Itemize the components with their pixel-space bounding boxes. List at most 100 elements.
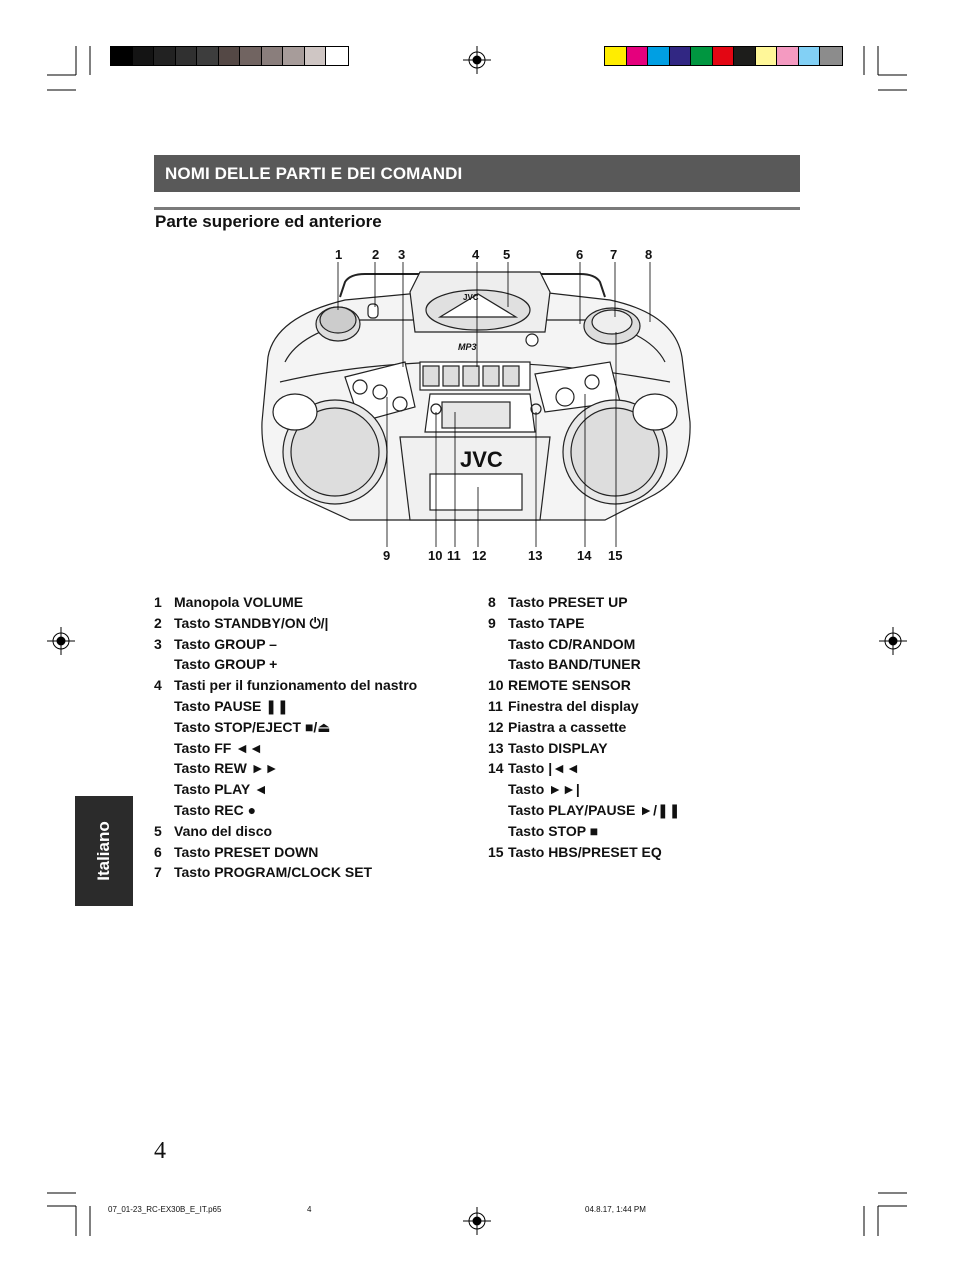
list-item-text: Tasto ►►| [508, 781, 580, 798]
list-item-number: 5 [154, 822, 162, 839]
color-swatch [304, 47, 327, 65]
list-item-text: Vano del disco [174, 822, 273, 839]
color-swatch [154, 47, 176, 65]
list-item-text: Tasto FF ◄◄ [174, 739, 263, 756]
list-item-text: Finestra del display [508, 697, 639, 714]
list-item-text: Tasto GROUP + [174, 656, 278, 673]
list-item-number [154, 654, 174, 675]
callout-7: 7 [610, 247, 618, 262]
list-item-text: Piastra a cassette [508, 718, 627, 735]
callout-14: 14 [577, 548, 592, 563]
color-swatch [261, 47, 284, 65]
list-item-number: 11 [488, 697, 503, 714]
subheading: Parte superiore ed anteriore [155, 212, 382, 231]
callout-2: 2 [372, 247, 380, 262]
callout-9: 9 [383, 548, 391, 563]
registration-mark-top [463, 46, 491, 74]
boombox-illustration: JVC JVC MP3 [261, 262, 691, 547]
list-item-text: Tasto HBS/PRESET EQ [508, 843, 662, 860]
list-item-text: Tasto PLAY ◄ [174, 781, 268, 798]
callout-3: 3 [398, 247, 406, 262]
list-item-number: 7 [154, 864, 162, 881]
list-item-text: Tasto STOP/EJECT ■/⏏ [174, 718, 331, 735]
list-item-number: 9 [488, 614, 496, 631]
color-swatch [648, 47, 670, 65]
list-item: 5 Vano del disco [154, 821, 417, 842]
brand-logo: JVC [460, 447, 503, 472]
list-item-number: 1 [154, 594, 162, 610]
list-item-number: 4 [154, 677, 162, 694]
list-item-number [154, 800, 174, 821]
color-swatch [240, 47, 262, 65]
list-item-text: Tasto CD/RANDOM [508, 635, 636, 652]
callout-11: 11 [447, 548, 461, 563]
color-swatch [132, 47, 155, 65]
color-swatch [605, 47, 627, 65]
callout-8: 8 [645, 247, 653, 262]
list-item-text: Tasto |◄◄ [508, 760, 580, 777]
color-swatch [197, 47, 219, 65]
footer-file: 07_01-23_RC-EX30B_E_IT.p65 [108, 1205, 222, 1214]
list-item-text: Tasto BAND/TUNER [508, 656, 641, 673]
list-item-text: Tasto DISPLAY [508, 739, 608, 756]
color-swatch [626, 47, 649, 65]
list-item-number [488, 654, 508, 675]
callout-13: 13 [528, 548, 543, 563]
language-tab: Italiano [75, 796, 133, 906]
list-item: 1 Manopola VOLUME [154, 592, 417, 613]
color-swatch [798, 47, 821, 65]
list-item-text: Tasti per il funzionamento del nastro [174, 677, 418, 694]
list-item-text: Tasto GROUP – [174, 635, 277, 652]
list-item: 9 Tasto TAPE [488, 613, 680, 634]
callout-12: 12 [472, 548, 487, 563]
list-item: Tasto GROUP + [154, 654, 417, 675]
list-item-number: 3 [154, 635, 162, 652]
language-tab-label: Italiano [94, 821, 113, 881]
svg-text:JVC: JVC [463, 293, 479, 302]
list-item-text: Manopola VOLUME [174, 594, 304, 610]
list-item-number: 8 [488, 594, 496, 610]
registration-mark-right [879, 627, 907, 655]
parts-list-right: 8 Tasto PRESET UP 9 Tasto TAPE Tasto CD/RAND… [488, 592, 680, 862]
color-swatch [691, 47, 713, 65]
callout-15: 15 [608, 548, 623, 563]
list-item: 4 Tasti per il funzionamento del nastro [154, 675, 417, 696]
list-item: Tasto ►►| [488, 779, 680, 800]
list-item-number [154, 779, 174, 800]
color-swatch [734, 47, 756, 65]
registration-mark-left [47, 627, 75, 655]
list-item-text: Tasto REC ● [174, 801, 257, 818]
callout-10: 10 [428, 548, 443, 563]
color-swatch [755, 47, 778, 65]
list-item-text: REMOTE SENSOR [508, 677, 631, 694]
list-item-number [488, 800, 508, 821]
list-item-text: Tasto PROGRAM/CLOCK SET [174, 864, 373, 881]
color-swatch [712, 47, 735, 65]
list-item: Tasto PAUSE ❚❚ [154, 696, 417, 717]
grey-calibration-bar [110, 46, 349, 66]
list-item: 3 Tasto GROUP – [154, 634, 417, 655]
list-item: 8 Tasto PRESET UP [488, 592, 680, 613]
callout-1: 1 [335, 247, 343, 262]
list-item-text: Tasto PAUSE ❚❚ [174, 697, 289, 714]
list-item-number: 6 [154, 843, 162, 860]
color-swatch [111, 47, 133, 65]
color-swatch [777, 47, 799, 65]
divider [154, 207, 800, 210]
color-calibration-bar [604, 46, 843, 66]
list-item: Tasto FF ◄◄ [154, 738, 417, 759]
footer-page: 4 [307, 1205, 312, 1214]
list-item-number: 14 [488, 760, 504, 777]
list-item-number: 13 [488, 739, 504, 756]
list-item-text: Tasto PRESET UP [508, 594, 628, 610]
list-item: 7 Tasto PROGRAM/CLOCK SET [154, 862, 417, 883]
list-item-text: Tasto TAPE [508, 614, 585, 631]
list-item-number: 12 [488, 718, 504, 735]
list-item-number [488, 821, 508, 842]
list-item: Tasto PLAY ◄ [154, 779, 417, 800]
